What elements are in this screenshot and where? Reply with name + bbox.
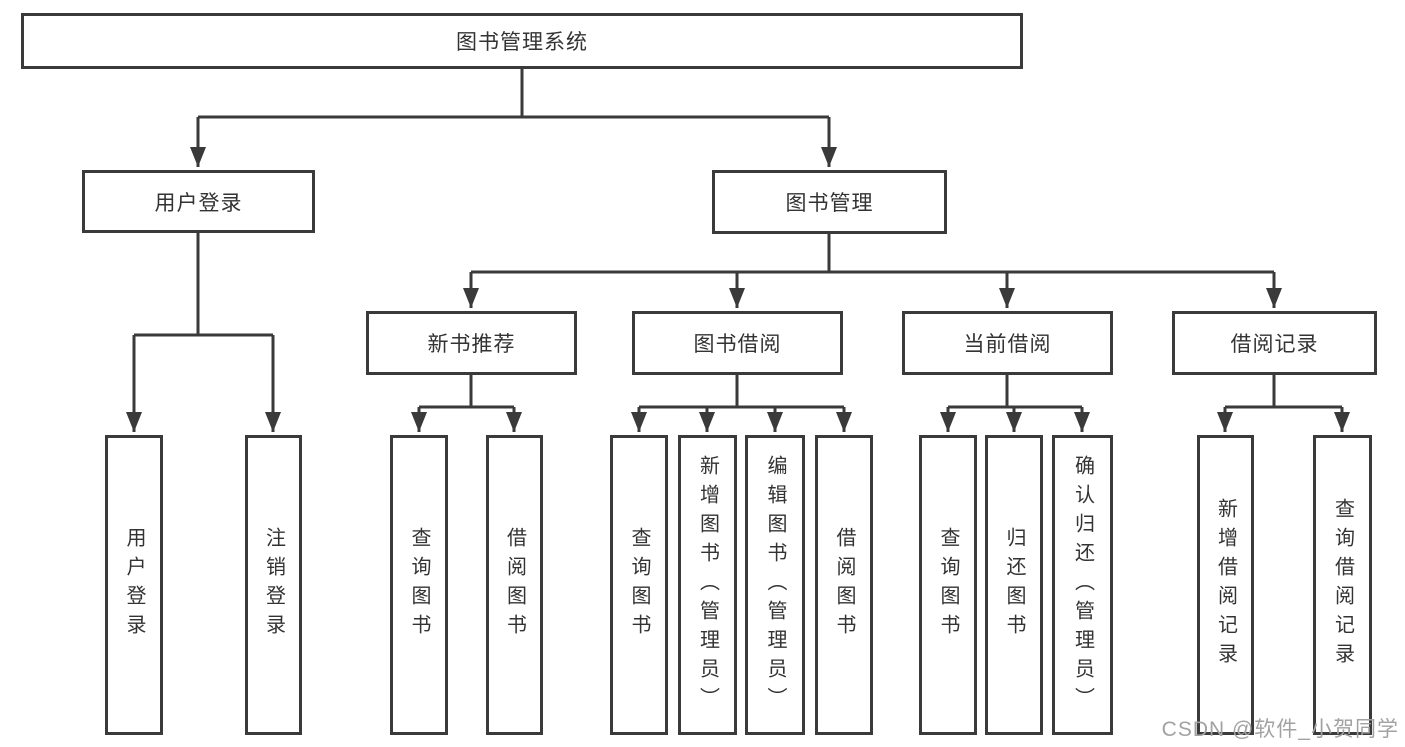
leaf-logout: 注销登录 xyxy=(245,435,302,735)
connector-current-borrow-to-leaves xyxy=(940,375,1090,432)
leaf-query-books-current: 查询图书 xyxy=(919,435,977,735)
connector-borrow-record-to-leaves xyxy=(1217,375,1350,432)
node-label: 图书管理系统 xyxy=(456,31,588,54)
leaf-add-book-admin: 新增图书（管理员） xyxy=(678,435,737,735)
node-root-library-system: 图书管理系统 xyxy=(21,13,1023,69)
node-book-borrow: 图书借阅 xyxy=(632,311,843,375)
node-label: 查询借阅记录 xyxy=(1331,498,1354,672)
leaf-query-books-recommend: 查询图书 xyxy=(390,435,448,735)
connector-book-management-to-level3 xyxy=(463,234,1282,308)
leaf-user-login: 用户登录 xyxy=(105,435,163,735)
node-new-book-recommend: 新书推荐 xyxy=(366,311,577,375)
node-label: 新增图书（管理员） xyxy=(696,454,719,716)
node-current-borrow: 当前借阅 xyxy=(902,311,1113,375)
node-label: 新书推荐 xyxy=(427,333,516,356)
node-user-login: 用户登录 xyxy=(82,170,315,233)
node-label: 图书管理 xyxy=(785,192,874,215)
node-label: 归还图书 xyxy=(1003,527,1025,643)
node-label: 编辑图书（管理员） xyxy=(764,454,786,716)
node-label: 新增借阅记录 xyxy=(1214,498,1237,672)
node-label: 图书借阅 xyxy=(693,333,782,356)
node-label: 确认归还（管理员） xyxy=(1071,454,1094,716)
node-label: 查询图书 xyxy=(408,527,430,643)
node-label: 借阅图书 xyxy=(503,527,526,643)
connector-book-borrow-to-leaves xyxy=(631,375,852,432)
node-label: 查询图书 xyxy=(937,527,959,643)
node-label: 用户登录 xyxy=(123,527,145,643)
leaf-add-borrow-record: 新增借阅记录 xyxy=(1197,435,1254,735)
node-label: 当前借阅 xyxy=(963,333,1052,356)
connector-user-login-to-leaves xyxy=(126,233,281,432)
leaf-return-books: 归还图书 xyxy=(985,435,1043,735)
leaf-query-books-borrow: 查询图书 xyxy=(610,435,668,735)
node-label: 注销登录 xyxy=(262,527,285,643)
node-label: 借阅图书 xyxy=(833,527,855,643)
leaf-edit-book-admin: 编辑图书（管理员） xyxy=(745,435,805,735)
leaf-query-borrow-record: 查询借阅记录 xyxy=(1313,435,1372,735)
leaf-confirm-return-admin: 确认归还（管理员） xyxy=(1052,435,1113,735)
connector-new-book-to-leaves xyxy=(411,375,522,432)
node-label: 借阅记录 xyxy=(1230,333,1319,356)
leaf-borrow-books-recommend: 借阅图书 xyxy=(486,435,543,735)
node-book-management: 图书管理 xyxy=(712,170,947,234)
node-label: 用户登录 xyxy=(154,191,243,215)
connector-root-to-level2 xyxy=(190,69,837,167)
csdn-watermark: CSDN @软件_小贺同学 xyxy=(1161,718,1399,741)
node-borrow-records: 借阅记录 xyxy=(1172,311,1377,375)
leaf-borrow-books-borrow: 借阅图书 xyxy=(815,435,873,735)
node-label: 查询图书 xyxy=(628,527,650,643)
